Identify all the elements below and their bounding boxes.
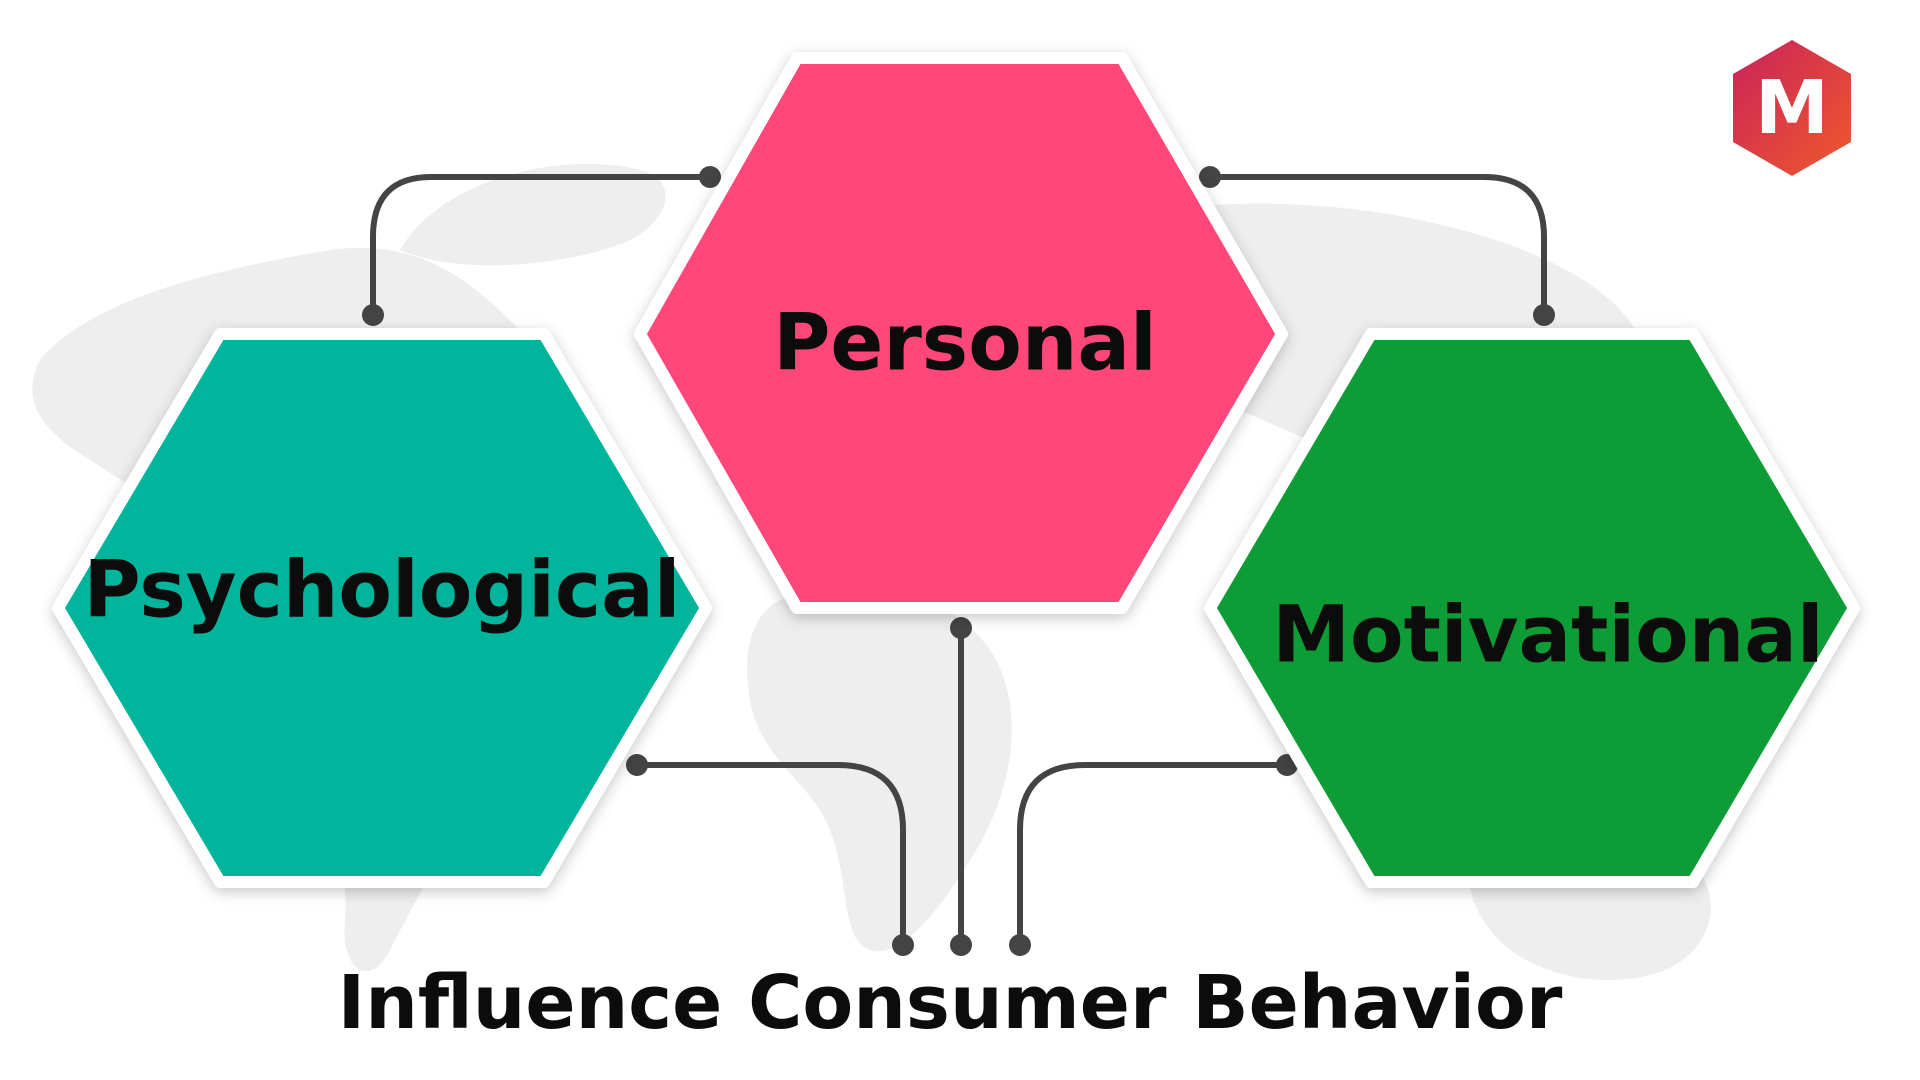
connector-dot <box>362 304 384 326</box>
connector-dot <box>626 754 648 776</box>
connector-motivational-outcome <box>1017 762 1290 948</box>
connector-dot <box>1009 934 1031 956</box>
hexagon-shape <box>634 52 1288 614</box>
connector-dot <box>1199 166 1221 188</box>
hexagon-motivational: Motivational <box>1204 328 1860 888</box>
node-label-personal: Personal <box>773 298 1156 388</box>
logo-hexagon <box>1733 40 1851 176</box>
connector-dot <box>892 934 914 956</box>
outcome-label: Influence Consumer Behavior <box>338 960 1563 1046</box>
connector-dot <box>950 617 972 639</box>
node-label-psychological: Psychological <box>84 545 681 635</box>
node-label-motivational: Motivational <box>1272 590 1823 680</box>
brand-logo: M <box>1733 40 1851 176</box>
connector-personal-motivational <box>1207 174 1547 318</box>
connector-psychological-outcome <box>634 762 906 948</box>
hexagon-personal: Personal <box>634 52 1288 614</box>
connector-dot <box>1533 304 1555 326</box>
logo-letter: M <box>1755 65 1829 151</box>
connector-personal-psychological <box>370 174 713 318</box>
connector-dot <box>950 934 972 956</box>
hexagon-shape <box>52 328 712 888</box>
connectors <box>362 166 1555 956</box>
hexagon-shape <box>1204 328 1860 888</box>
hexagon-psychological: Psychological <box>52 328 712 888</box>
connector-dot <box>699 166 721 188</box>
